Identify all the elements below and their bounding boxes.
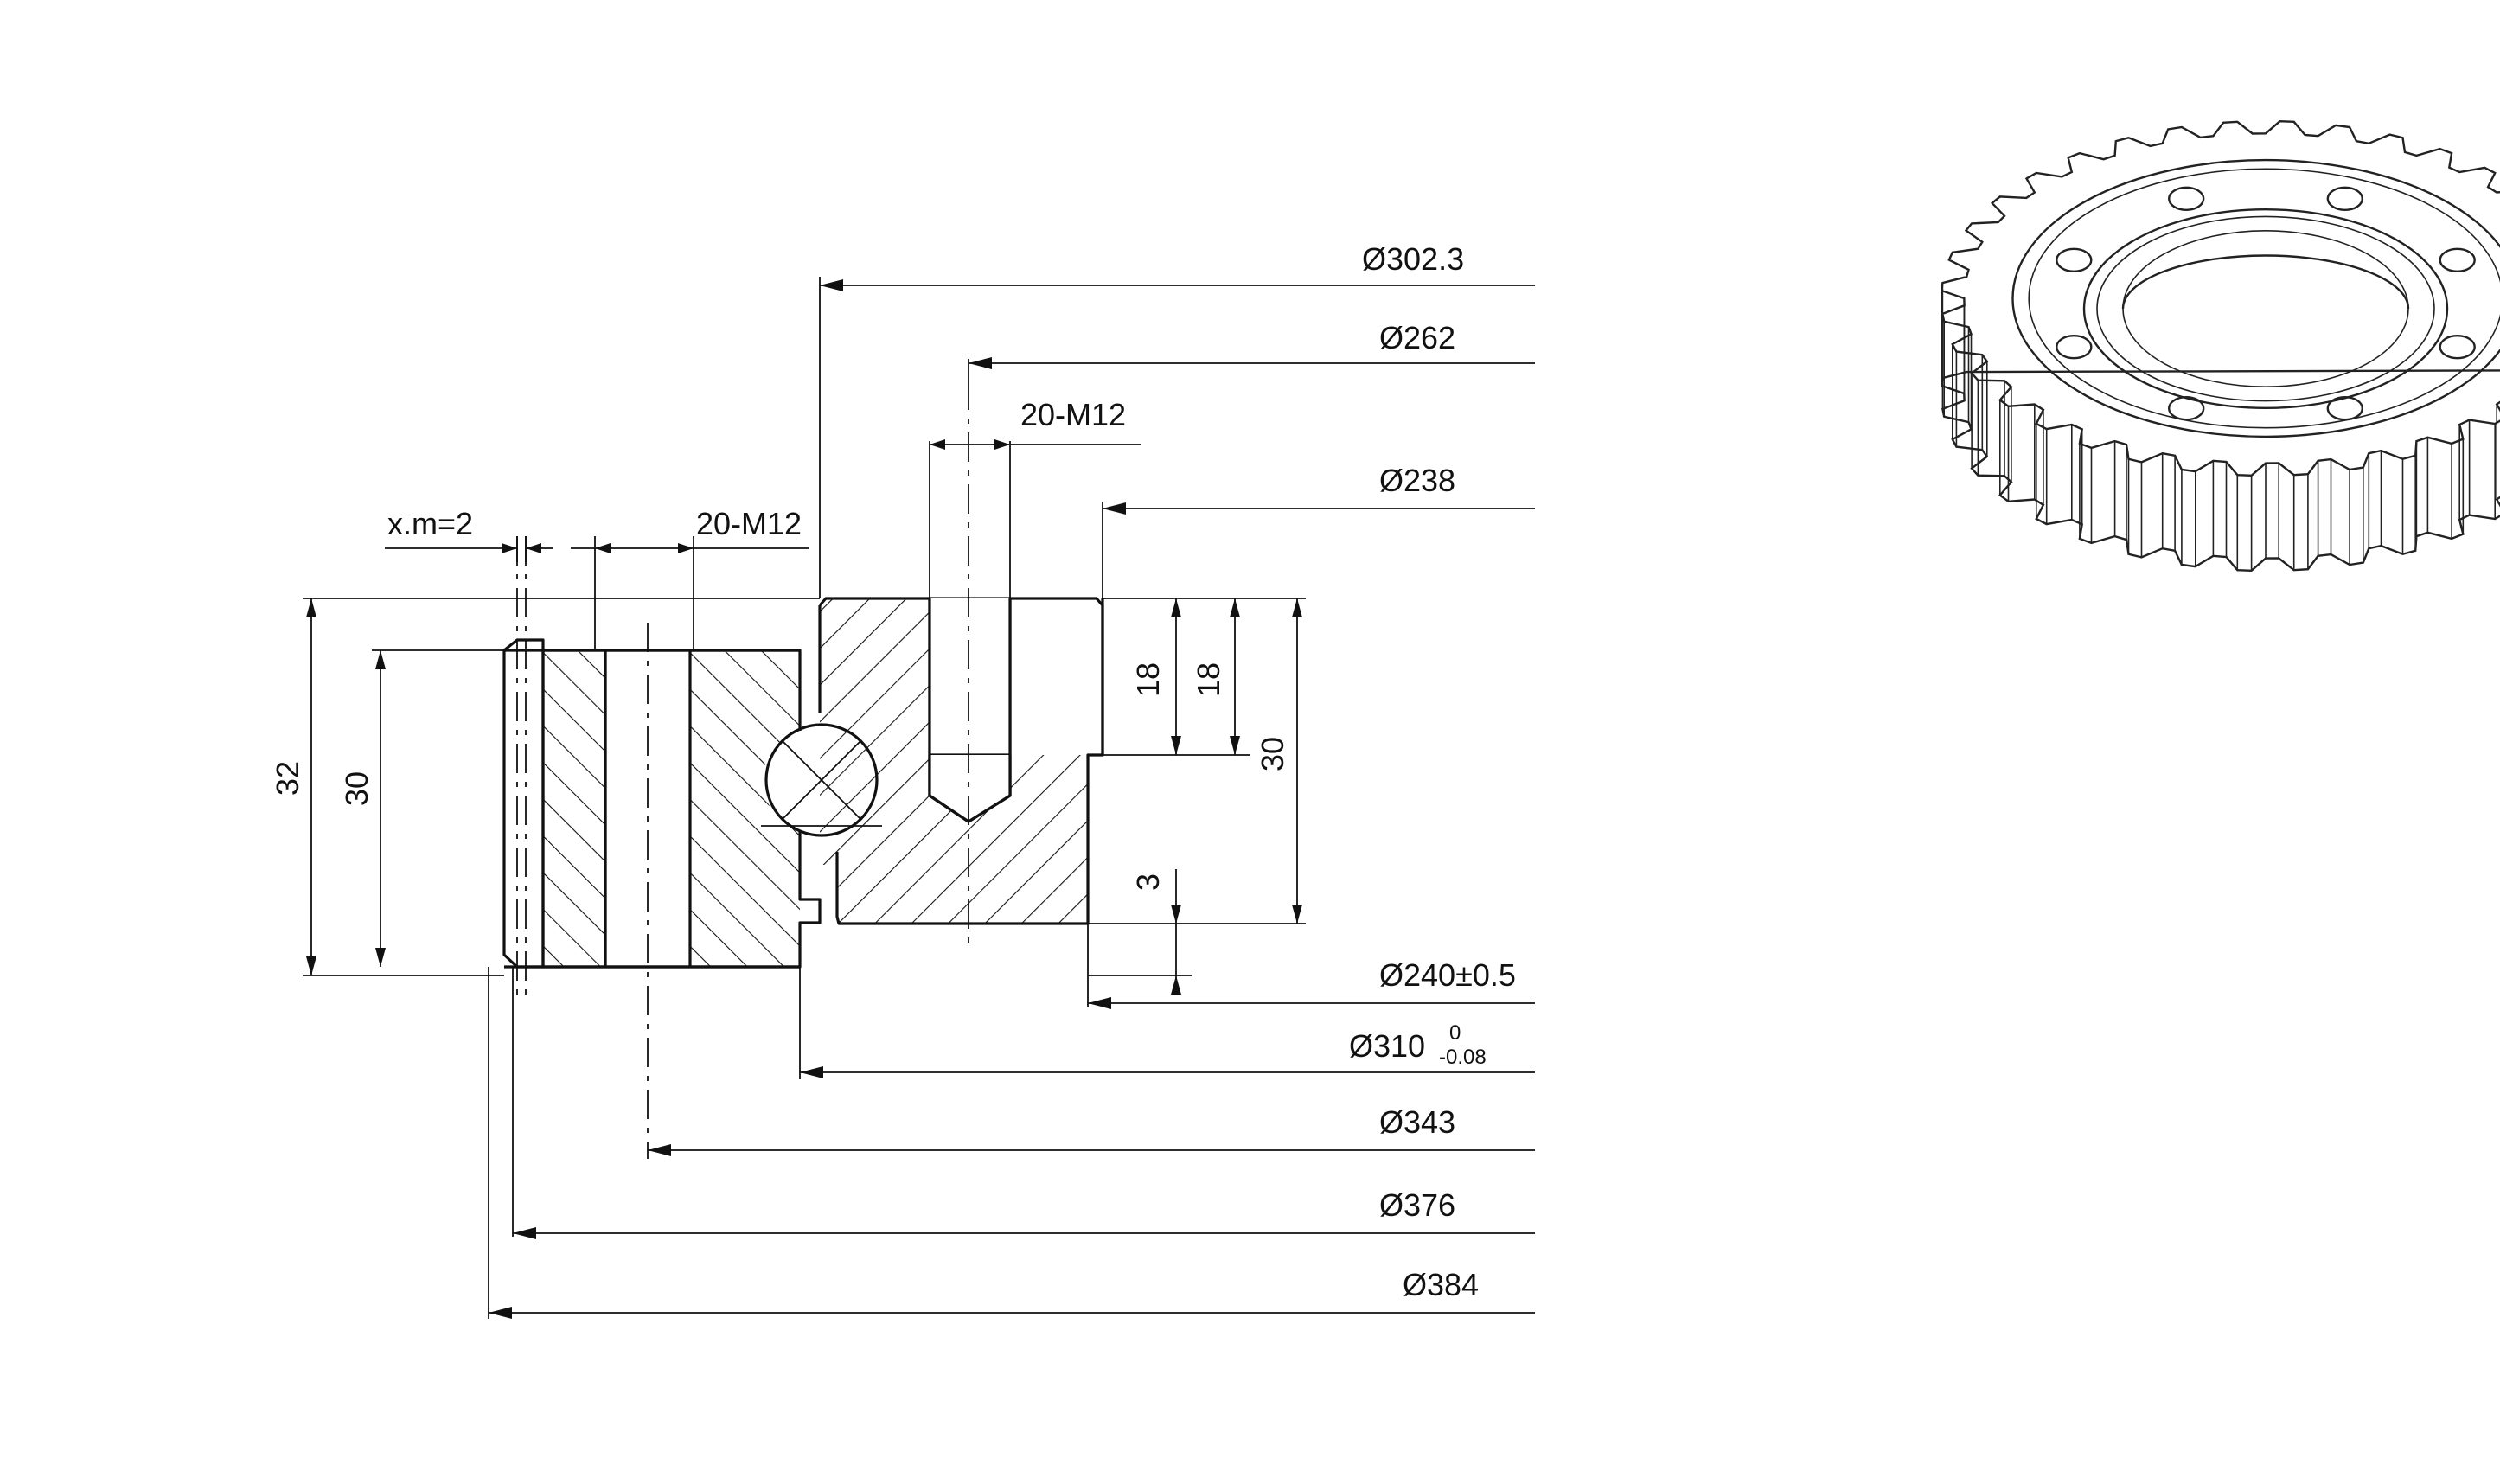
- gear-face-ring: [2097, 216, 2434, 400]
- inner-ring-section: [820, 598, 1103, 924]
- dim-d302-line: [820, 279, 1535, 291]
- gear-mounting-hole: [2056, 336, 2091, 358]
- dim-d310-tol-upper: 0: [1449, 1021, 1461, 1045]
- dim-d262-line: [969, 357, 1535, 369]
- thread-depth-a-text: 18: [1130, 662, 1166, 697]
- gear-isometric-view: [1941, 121, 2500, 571]
- inner-ring-height-text: 30: [1255, 737, 1290, 771]
- dim-d384-line: [489, 1307, 1535, 1319]
- gear-mounting-hole: [2440, 249, 2475, 272]
- inner-ring-holes-text: 20-M12: [1020, 397, 1126, 432]
- dim-d376-line: [513, 1227, 1535, 1239]
- dim-d302-text: Ø302.3: [1362, 241, 1464, 277]
- outer-ring-holes-text: 20-M12: [696, 506, 802, 541]
- gear-face-ring: [2123, 231, 2408, 387]
- cross-section: [504, 381, 1103, 1150]
- gear-profile-shift-text: x.m=2: [387, 506, 473, 541]
- gear-mounting-hole: [2440, 336, 2475, 358]
- dim-d240-line: [1088, 997, 1535, 1009]
- gear-bore-shadow: [2123, 255, 2408, 309]
- dim-d238-line: [1103, 502, 1535, 515]
- outer-ring-height-text: 30: [339, 771, 374, 806]
- gear-face-ring: [2084, 209, 2447, 408]
- dim-inner-holes-line: [930, 439, 1141, 598]
- thread-depth-b-text: 18: [1191, 662, 1226, 697]
- dim-outer-height-line: [372, 650, 504, 967]
- dim-d384-text: Ø384: [1403, 1267, 1479, 1302]
- dim-outer-holes-line: [571, 536, 809, 650]
- gear-mounting-hole: [2169, 188, 2203, 210]
- gear-mounting-hole: [2169, 397, 2203, 419]
- dim-d238-text: Ø238: [1379, 463, 1455, 498]
- dim-d310-text: Ø310: [1349, 1028, 1425, 1064]
- dim-thread-depth-b: [1230, 598, 1240, 755]
- dim-d262-text: Ø262: [1379, 320, 1455, 355]
- dim-d310-line: [800, 1066, 1535, 1078]
- total-height-text: 32: [270, 761, 305, 796]
- dim-d376-text: Ø376: [1379, 1187, 1455, 1223]
- gear-teeth-top: [1941, 121, 2500, 476]
- dim-d310-tol-lower: -0.08: [1439, 1046, 1487, 1069]
- gear-mounting-hole: [2056, 249, 2091, 272]
- gear-mounting-hole: [2328, 397, 2363, 419]
- dim-d343-text: Ø343: [1379, 1104, 1455, 1140]
- gear-mounting-hole: [2328, 188, 2363, 210]
- dim-d343-line: [648, 1144, 1535, 1156]
- step-height-text: 3: [1130, 873, 1166, 891]
- dim-d240-text: Ø240±0.5: [1379, 957, 1516, 993]
- gear-face-ring: [2029, 169, 2500, 427]
